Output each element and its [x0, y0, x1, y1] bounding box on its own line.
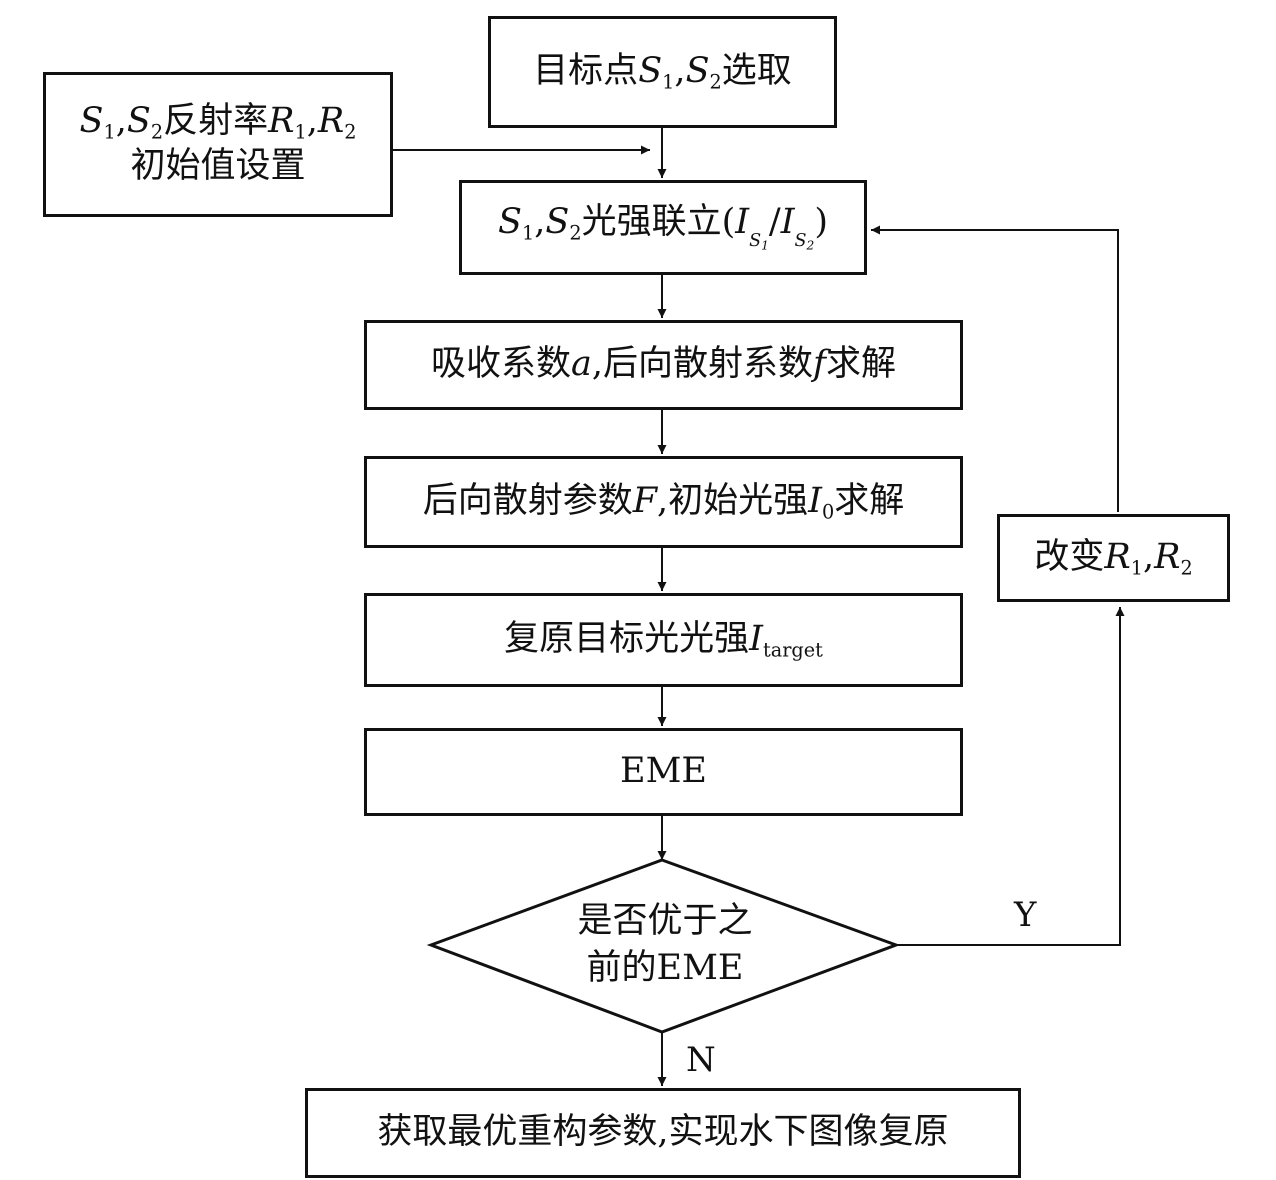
- absorption-solve-box: 吸收系数a,后向散射系数f求解: [364, 320, 963, 410]
- no-label: N: [686, 1040, 716, 1080]
- arrow-change-to-combine: [871, 225, 1119, 512]
- i-s2-symbol: I: [780, 202, 795, 243]
- r2-symbol: R: [317, 101, 345, 142]
- select-suffix: 选取: [721, 50, 792, 91]
- separator: ,: [674, 50, 686, 91]
- decision-diamond: [426, 858, 901, 1034]
- separator: ,: [1142, 536, 1155, 577]
- s1-symbol: S: [79, 101, 104, 142]
- restore-label: 复原目标光光强: [504, 618, 750, 659]
- solve-label: 求解: [825, 344, 896, 385]
- select-points-box: 目标点S1,S2选取: [488, 16, 837, 128]
- final-label: 获取最优重构参数,实现水下图像复原: [377, 1112, 949, 1153]
- absorption-label: 吸收系数: [430, 344, 571, 385]
- i-s1-subscript: S: [749, 230, 762, 251]
- s2-symbol: S: [126, 101, 151, 142]
- decision-line1: 是否优于之: [577, 901, 753, 941]
- init-reflectance-box: S1,S2反射率R1,R2 初始值设置: [43, 72, 393, 217]
- restore-target-box: 复原目标光光强Itarget: [364, 593, 963, 687]
- backscatter-param-box: 后向散射参数F,初始光强I0求解: [364, 456, 963, 548]
- i-s2-subsubscript: 2: [806, 238, 815, 253]
- s2-subscript: 2: [709, 70, 722, 94]
- decision-line2: 前的EME: [586, 948, 744, 989]
- r1-symbol: R: [1104, 536, 1131, 577]
- I-target-subscript: target: [762, 638, 823, 662]
- combine-label: 光强联立(: [581, 202, 736, 243]
- s2-symbol: S: [545, 202, 570, 243]
- s1-symbol: S: [638, 50, 663, 91]
- s1-subscript: 1: [662, 70, 675, 94]
- init-value-label: 初始值设置: [130, 146, 306, 187]
- i-s1-subsubscript: 1: [761, 238, 769, 253]
- decision-text: 是否优于之 前的EME: [520, 898, 810, 993]
- change-reflectance-box: 改变R1,R2: [997, 514, 1230, 602]
- f-symbol: f: [813, 344, 826, 385]
- i-s1-symbol: I: [735, 202, 750, 243]
- solve-label: 求解: [834, 480, 905, 521]
- r1-subscript: 1: [294, 120, 307, 144]
- F-symbol: F: [632, 480, 658, 521]
- backscatter-coef-label: ,后向散射系数: [591, 344, 814, 385]
- arrow-decision-to-change: [896, 607, 1125, 946]
- init-intensity-label: ,初始光强: [657, 480, 809, 521]
- I-target-symbol: I: [749, 618, 763, 659]
- s1-subscript: 1: [522, 222, 535, 246]
- r2-subscript: 2: [1180, 556, 1193, 580]
- eme-label: EME: [620, 751, 707, 792]
- s2-subscript: 2: [150, 120, 164, 144]
- backscatter-param-label: 后向散射参数: [422, 480, 633, 521]
- ratio-slash: /: [768, 202, 781, 243]
- I0-subscript: 0: [822, 500, 835, 524]
- s1-symbol: S: [498, 202, 522, 243]
- close-paren: ): [814, 202, 828, 243]
- reflectance-label: 反射率: [163, 101, 269, 142]
- s1-subscript: 1: [103, 120, 116, 144]
- change-label: 改变: [1034, 536, 1105, 577]
- final-result-box: 获取最优重构参数,实现水下图像复原: [305, 1088, 1021, 1178]
- r1-symbol: R: [268, 101, 295, 142]
- r1-subscript: 1: [1130, 556, 1143, 580]
- yes-label: Y: [1014, 895, 1037, 935]
- s2-symbol: S: [685, 50, 710, 91]
- r2-symbol: R: [1154, 536, 1181, 577]
- separator: ,: [115, 101, 127, 142]
- I0-symbol: I: [808, 480, 822, 521]
- r2-subscript: 2: [344, 120, 357, 144]
- separator: ,: [306, 101, 318, 142]
- s2-subscript: 2: [569, 222, 582, 246]
- intensity-combine-box: S1,S2光强联立(IS1/IS2): [459, 180, 867, 275]
- eme-box: EME: [364, 728, 963, 816]
- i-s2-subscript: S: [794, 230, 807, 251]
- select-prefix: 目标点: [533, 50, 639, 91]
- a-symbol: a: [571, 344, 592, 385]
- separator: ,: [534, 202, 546, 243]
